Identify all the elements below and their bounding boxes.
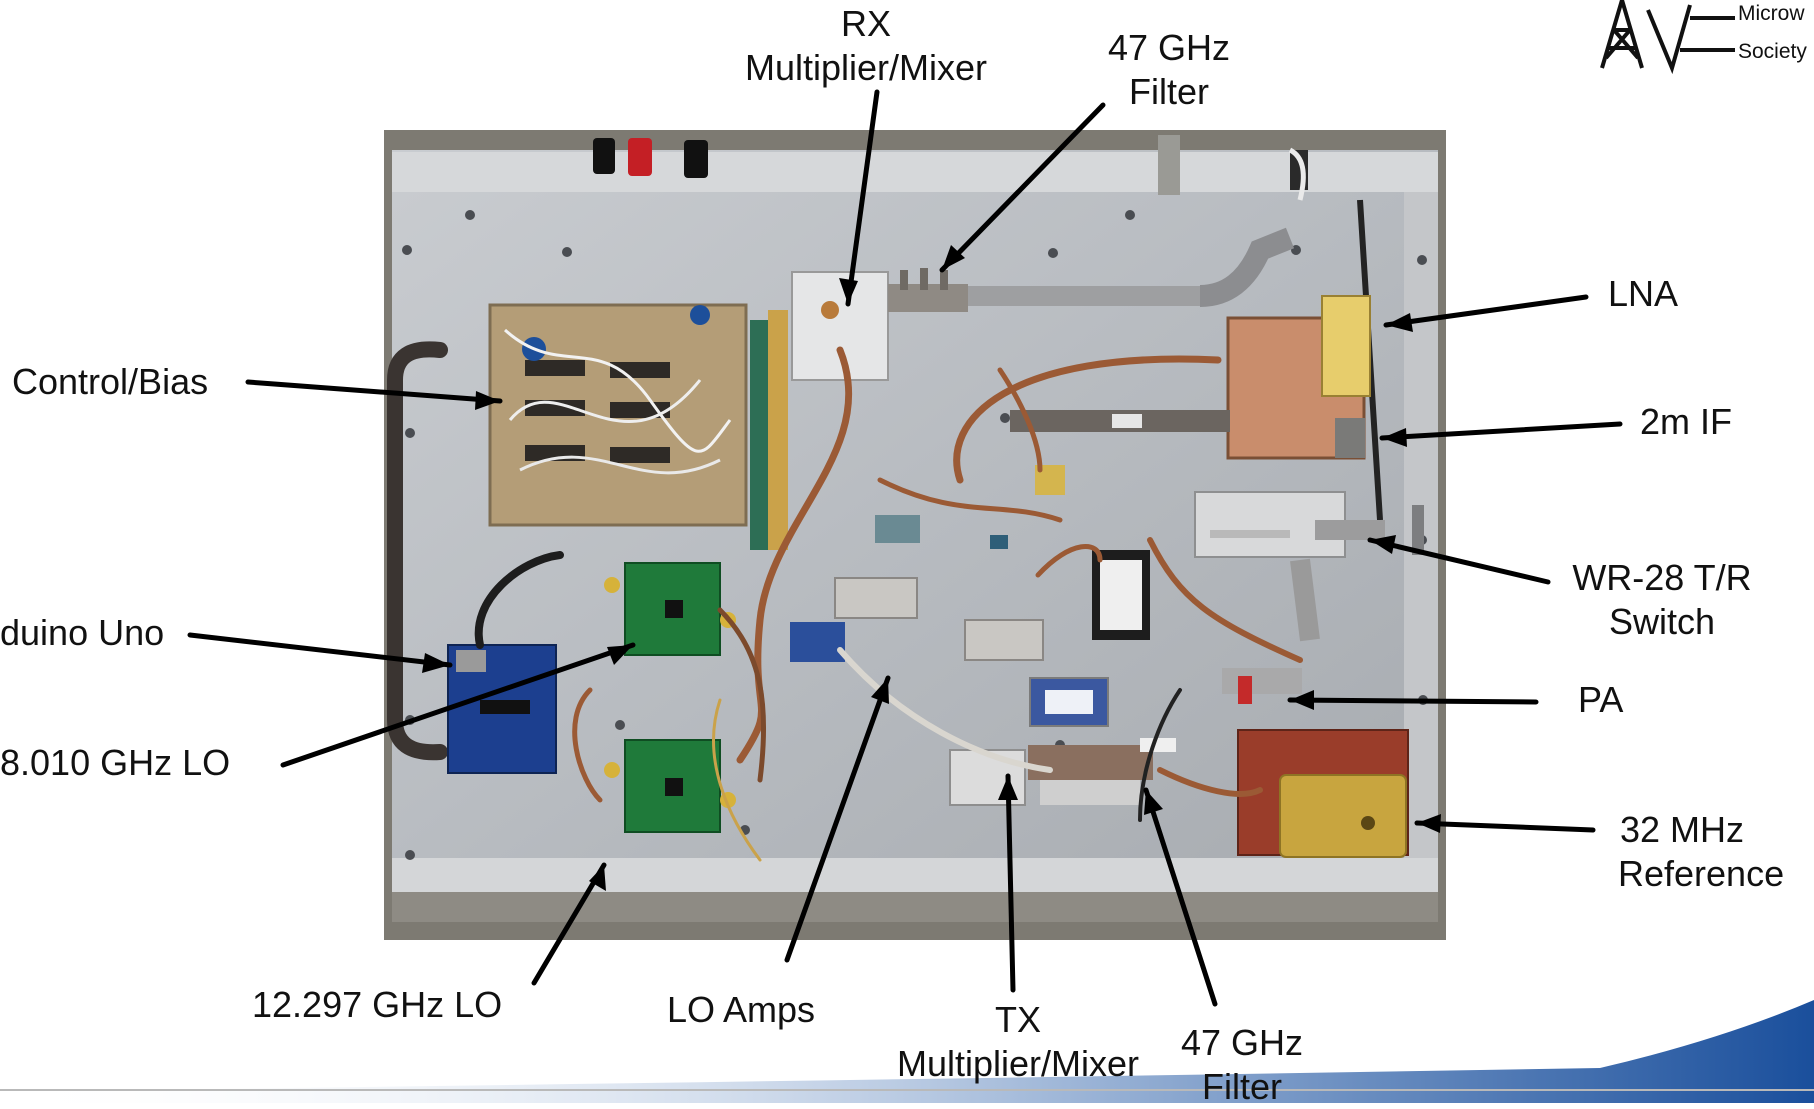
label-lo-18: 8.010 GHz LO <box>0 742 231 783</box>
arrow-tx-mixer <box>1005 773 1016 993</box>
arrow-pa <box>1287 697 1539 705</box>
label-tx-mixer: TX Multiplier/Mixer <box>868 998 1168 1086</box>
label-ref-32-line2: Reference <box>1618 853 1785 894</box>
arrow-tr-switch <box>1367 537 1551 585</box>
label-tx-mixer-line2: Multiplier/Mixer <box>896 1043 1140 1084</box>
arrow-control-bias <box>245 379 503 404</box>
arrow-rx-mixer <box>845 89 880 307</box>
arrow-filter-bottom <box>1143 787 1218 1007</box>
arrow-2m-if <box>1379 421 1623 441</box>
label-tr-switch-line1: WR-28 T/R <box>1572 557 1752 598</box>
arrow-ref-32 <box>1414 820 1596 833</box>
label-lna: LNA <box>1608 273 1679 314</box>
label-rx-mixer-line1: RX <box>840 3 891 44</box>
label-lo-amps: LO Amps <box>667 989 816 1030</box>
label-ref-32: 32 MHz Reference <box>1618 808 1798 896</box>
label-filter-bottom-line2: Filter <box>1202 1066 1282 1107</box>
label-ref-32-line1: 32 MHz <box>1620 809 1745 850</box>
arrow-lo-amps <box>784 675 891 963</box>
label-arduino: duino Uno <box>0 612 165 653</box>
label-tx-mixer-line1: TX <box>994 999 1041 1040</box>
logo-text-line2: Society <box>1738 40 1807 63</box>
label-rx-mixer: RX Multiplier/Mixer <box>716 2 1016 90</box>
label-filter-bottom-line1: 47 GHz <box>1180 1022 1304 1063</box>
label-tr-switch-line2: Switch <box>1608 601 1716 642</box>
label-filter-top: 47 GHz Filter <box>1069 26 1269 114</box>
label-lo-12: 12.297 GHz LO <box>252 984 503 1025</box>
label-pa: PA <box>1578 679 1624 720</box>
arrow-lna <box>1383 294 1589 328</box>
label-filter-top-line2: Filter <box>1129 71 1209 112</box>
label-rx-mixer-line2: Multiplier/Mixer <box>744 47 988 88</box>
arrow-group <box>187 89 1623 1007</box>
label-control-bias: Control/Bias <box>12 361 209 402</box>
arrow-lo-18 <box>280 642 636 768</box>
label-2m-if: 2m IF <box>1640 401 1733 442</box>
label-filter-bottom: 47 GHz Filter <box>1142 1021 1342 1109</box>
arrow-lo-12 <box>531 862 607 986</box>
label-filter-top-line1: 47 GHz <box>1107 27 1231 68</box>
logo-tower-icon <box>1600 0 1735 75</box>
arrow-filter-top <box>939 102 1106 273</box>
arrow-arduino <box>187 632 453 668</box>
logo-text-line1: Microw <box>1738 2 1805 25</box>
label-tr-switch: WR-28 T/R Switch <box>1547 556 1777 644</box>
